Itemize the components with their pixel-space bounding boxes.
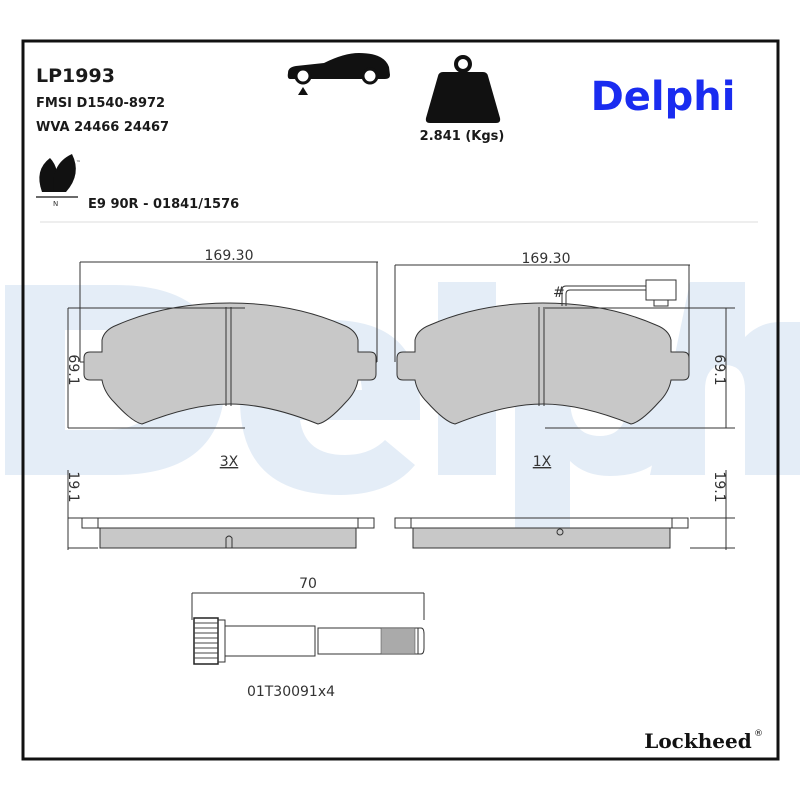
- guide-bolt: [191, 592, 425, 665]
- right-thickness-dimension: 19.1: [711, 471, 727, 502]
- left-width-dimension: 169.30: [205, 248, 254, 264]
- car-front-axle-icon: [287, 53, 390, 95]
- left-thickness-dimension: 19.1: [65, 471, 81, 502]
- eco-letter: N: [53, 200, 58, 208]
- approval-code: E9 90R - 01841/1576: [88, 197, 239, 212]
- leaf-icon: N ™: [36, 154, 81, 208]
- wear-sensor-wire: [561, 279, 677, 307]
- left-height-dimension: 69.1: [65, 354, 81, 385]
- eco-tm: ™: [76, 160, 81, 166]
- lockheed-logo: Lockheed: [644, 729, 751, 753]
- sheet-frame: [21, 39, 780, 761]
- brake-pad-right-side-view: [394, 517, 689, 549]
- fmsi-code: FMSI D1540-8972: [36, 96, 165, 111]
- registered-mark: ®: [754, 729, 763, 739]
- brake-pad-left-side-view: [81, 517, 375, 549]
- part-number: LP1993: [36, 65, 115, 87]
- bolt-length-dimension: 70: [299, 576, 317, 592]
- right-width-dimension: 169.30: [522, 251, 571, 267]
- brake-pad-left-front-view: [67, 261, 378, 550]
- left-quantity: 3X: [220, 454, 239, 470]
- right-height-dimension: 69.1: [711, 354, 727, 385]
- delphi-logo: Delphi: [591, 74, 736, 120]
- wva-code: WVA 24466 24467: [36, 120, 169, 135]
- right-quantity: 1X: [533, 454, 552, 470]
- bolt-code: 01T30091x4: [247, 684, 335, 700]
- brake-pad-right-front-view: [394, 264, 735, 550]
- weight-value: 2.841 (Kgs): [420, 129, 505, 144]
- sensor-mark: #: [553, 285, 565, 301]
- weight-icon: [425, 55, 501, 123]
